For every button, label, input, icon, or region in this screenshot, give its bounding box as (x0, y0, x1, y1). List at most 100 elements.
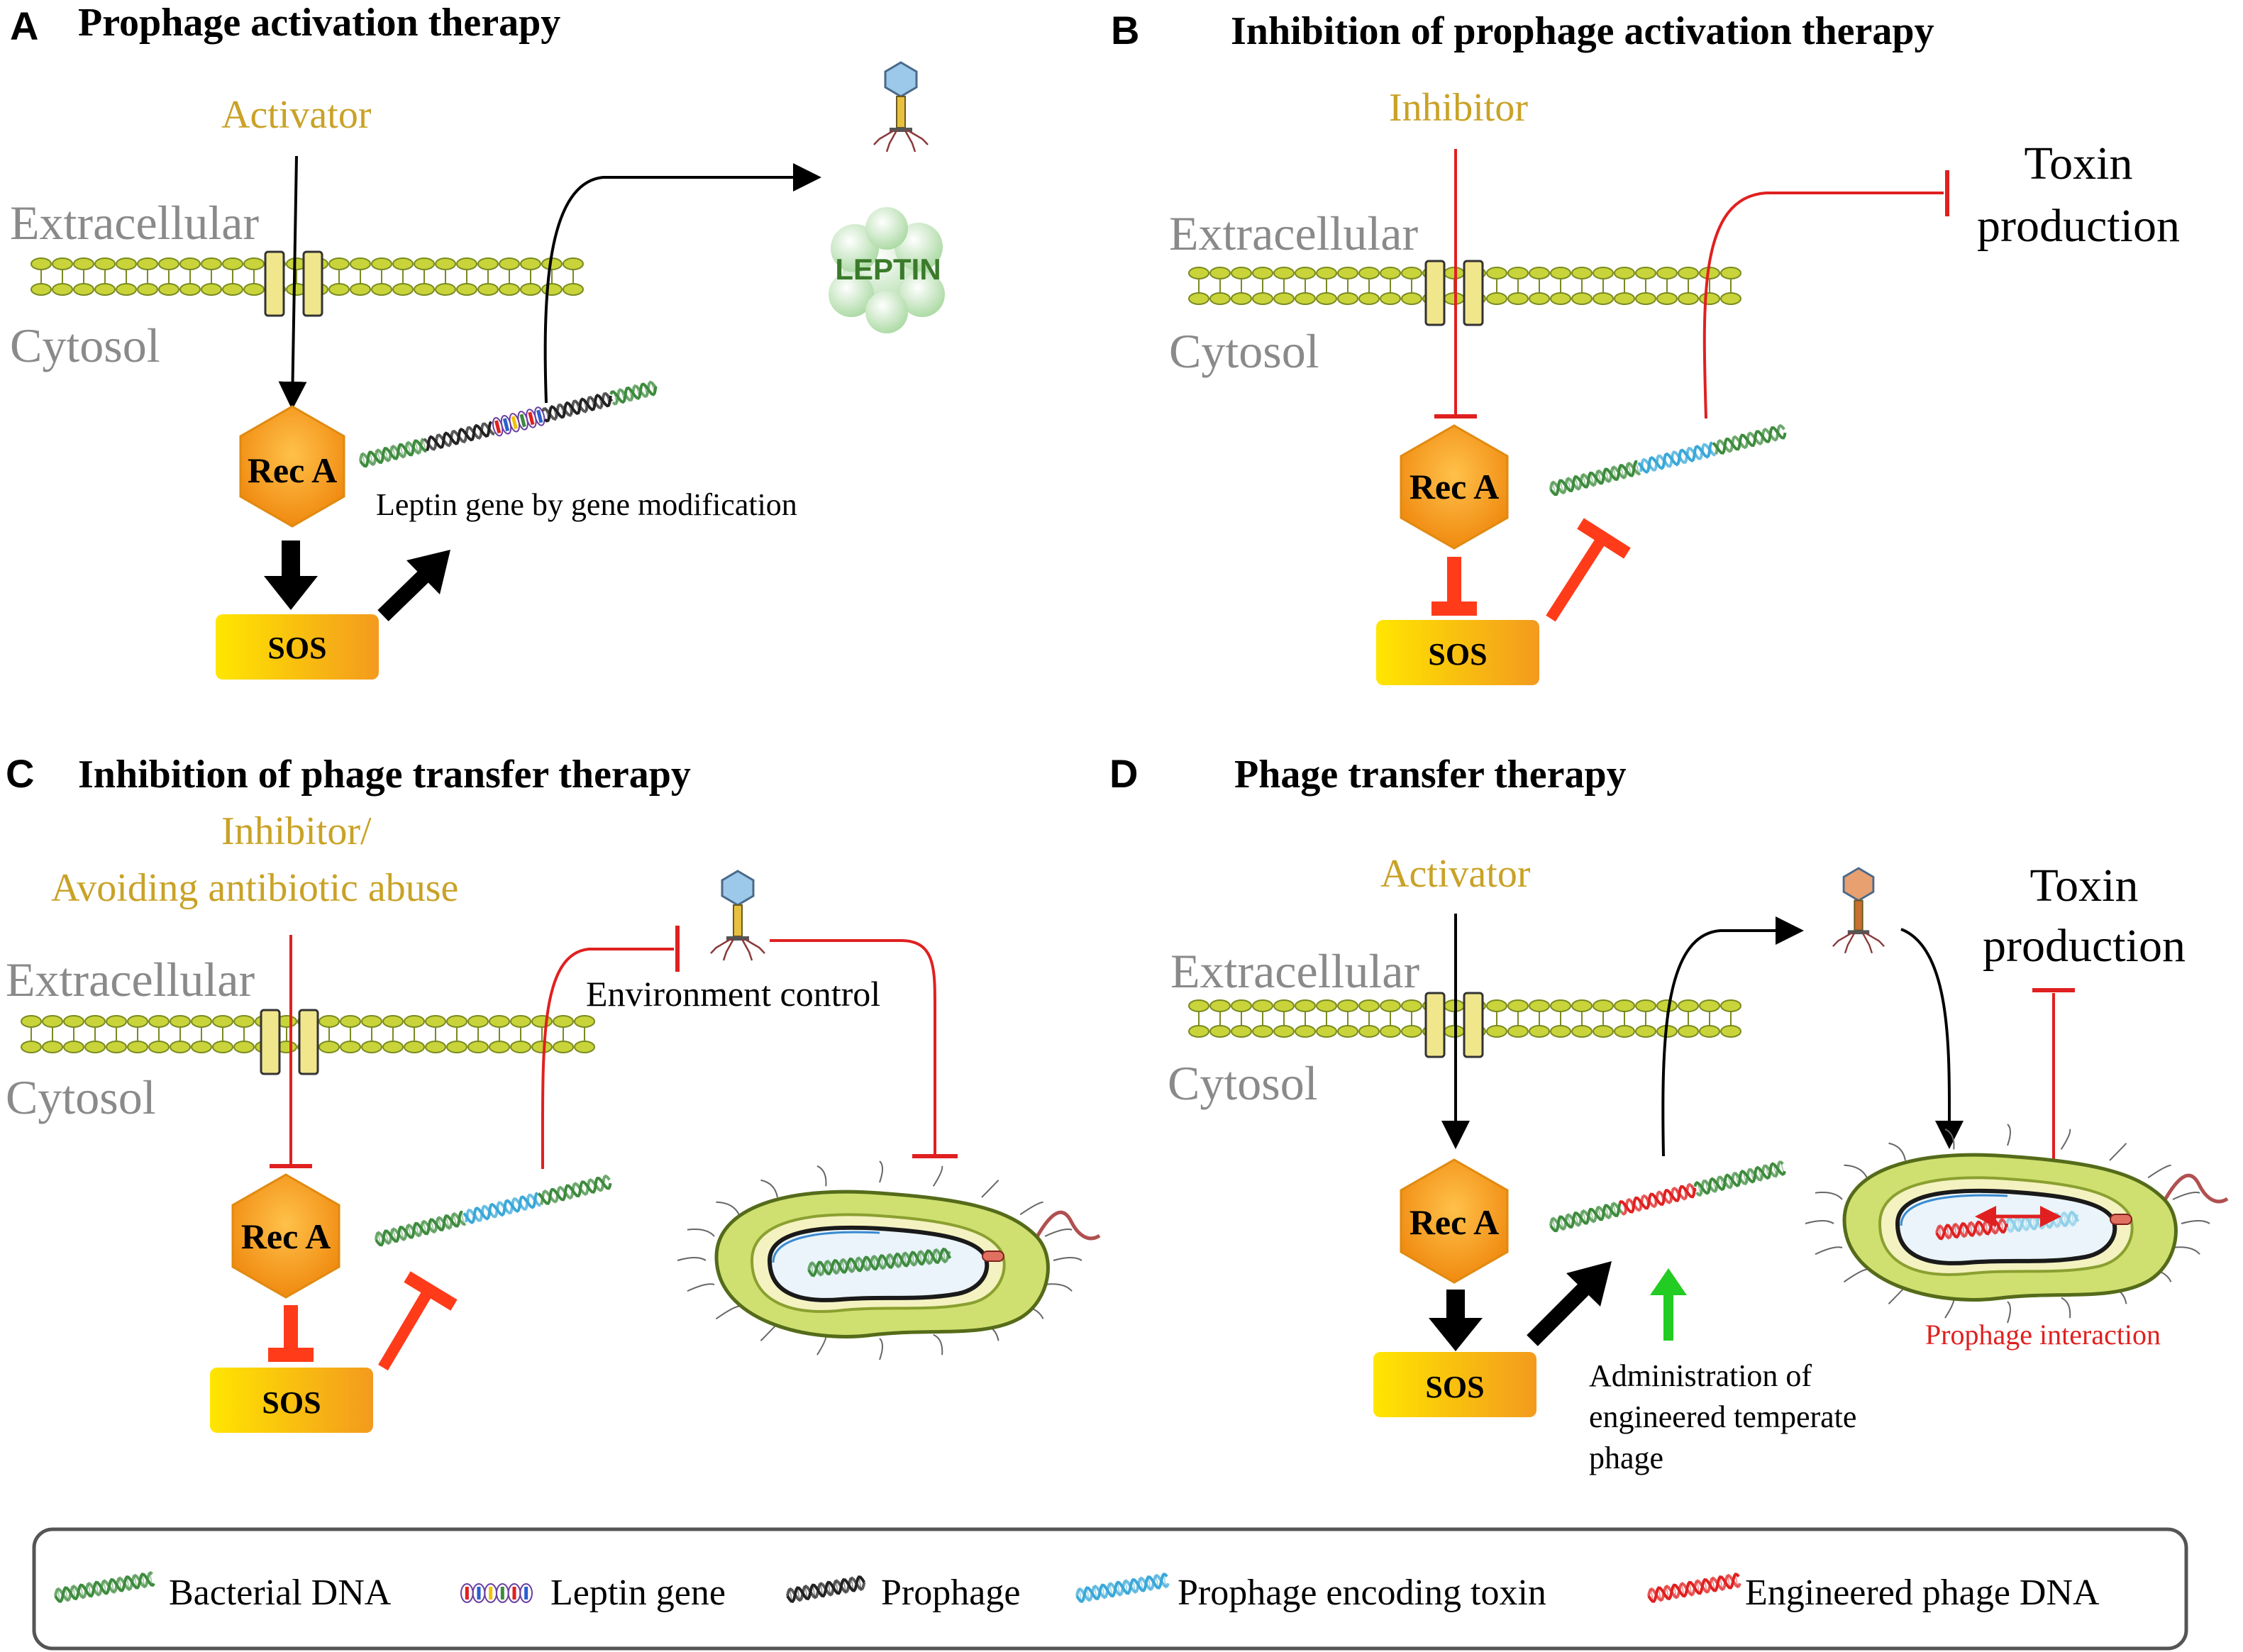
panel-b-sos-label: SOS (1428, 637, 1487, 672)
panel-d-infection-arrow (1900, 928, 1964, 1149)
panel-d-sos-box (1373, 1352, 1536, 1417)
panel-c-sos-box (210, 1368, 373, 1433)
panel-d-reca-label: Rec A (1410, 1202, 1499, 1242)
panel-c-dna (375, 1174, 612, 1247)
panel-a-channel-left (264, 250, 285, 317)
panel-c-reca-label: Rec A (241, 1216, 331, 1256)
panel-d-admin-line-1: Administration of (1589, 1358, 1812, 1393)
panel-b-toxin-label-1: Toxin (2024, 138, 2132, 189)
legend-bacterial-dna-swatch (54, 1570, 155, 1603)
panel-d-sos-to-dna-arrowhead (1566, 1261, 1612, 1307)
panel-a-leptin-cloud (829, 207, 945, 333)
panel-a-reca-hexagon (239, 405, 345, 528)
panel-a-extracellular-label: Extracellular (10, 196, 259, 250)
panel-b-reca-label: Rec A (1410, 467, 1499, 506)
panel-a-membrane (31, 257, 584, 296)
panel-d-admin-line-2: engineered temperate (1589, 1399, 1856, 1434)
panel-d-administration-arrowhead (1650, 1268, 1687, 1295)
panel-d-release-arrow (1661, 916, 1804, 1157)
panel-c-sos-inhibit-dna (378, 1287, 433, 1371)
panel-b-toxin-inhibit-line (1702, 192, 1944, 419)
legend-bacterial-dna-label: Bacterial DNA (169, 1573, 392, 1613)
panel-a-sos-label: SOS (267, 631, 326, 665)
panel-a-dna (359, 380, 658, 468)
panel-c-phage-icon (710, 870, 765, 961)
legend-prophage-swatch (786, 1575, 866, 1603)
panel-d-toxin-label-1: Toxin (2029, 860, 2138, 911)
legend-box (32, 1527, 2188, 1651)
panel-d-title: Phage transfer therapy (1234, 753, 1627, 797)
panel-c-cytosol-label: Cytosol (6, 1070, 156, 1124)
panel-a-activator-arrow (278, 155, 307, 410)
panel-d-channel-right (1463, 992, 1484, 1058)
panel-d-sos-to-dna-arrow (1527, 1277, 1596, 1346)
panel-c-channel-left (260, 1009, 281, 1075)
panel-b-letter: B (1111, 8, 1139, 52)
panel-a-release-arrow (543, 163, 821, 404)
panel-d-bacterium (1805, 1124, 2229, 1324)
panel-d-reca-hexagon (1400, 1158, 1509, 1284)
panel-d-sos-label: SOS (1425, 1370, 1484, 1404)
panel-b-dna (1549, 423, 1787, 497)
panel-a-phage-icon (873, 61, 929, 153)
panel-c-sos-label: SOS (262, 1385, 321, 1420)
legend-prophage-label: Prophage (881, 1573, 1020, 1613)
panel-a-leptin-label: LEPTIN (835, 253, 941, 286)
legend: Bacterial DNA Leptin gene Prophage Proph… (32, 1527, 2188, 1651)
panel-c-channel-right (298, 1009, 319, 1075)
panel-b-cytosol-label: Cytosol (1169, 324, 1319, 378)
panel-b-sos-inhibit-dna-bar (1577, 518, 1631, 559)
panel-b-reca-hexagon (1400, 424, 1509, 550)
panel-d-dna (1549, 1160, 1786, 1233)
panel-c-letter: C (6, 751, 34, 796)
panel-c-bacterium-inhibit-line (770, 939, 936, 1155)
panel-a: A Prophage activation therapy Activator … (10, 1, 945, 680)
panel-a-sos-to-dna-arrowhead (406, 550, 450, 594)
panel-d-activator-label: Activator (1380, 852, 1531, 896)
panel-b-channel-left (1424, 260, 1446, 326)
panel-a-channel-right (302, 250, 323, 317)
panel-d-admin-line-3: phage (1589, 1441, 1663, 1475)
panel-a-letter: A (10, 4, 38, 48)
panel-a-activator-label: Activator (221, 93, 372, 137)
panel-c-env-inhibit-line (541, 948, 674, 1170)
panel-b-title: Inhibition of prophage activation therap… (1231, 9, 1934, 53)
panel-c-avoid-label: Avoiding antibiotic abuse (51, 866, 458, 910)
panel-c-bacterium (677, 1160, 1101, 1360)
panel-b-sos-box (1376, 620, 1539, 685)
panel-a-reca-label: Rec A (248, 450, 337, 490)
panel-d-toxin-label-2: production (1983, 920, 2186, 972)
panel-a-leptin-note: Leptin gene by gene modification (376, 487, 797, 522)
panel-b-membrane (1188, 267, 1741, 305)
legend-toxin-label: Prophage encoding toxin (1178, 1573, 1546, 1613)
panel-c: C Inhibition of phage transfer therapy I… (6, 751, 1101, 1433)
panel-a-sos-box (216, 614, 379, 680)
panel-a-reca-to-sos-arrowhead (264, 576, 318, 610)
legend-engineered-label: Engineered phage DNA (1745, 1573, 2100, 1613)
panel-b-extracellular-label: Extracellular (1169, 206, 1418, 260)
panel-a-cytosol-label: Cytosol (10, 318, 160, 372)
panel-c-sos-inhibit-dna-bar (404, 1271, 458, 1311)
panel-d-interaction-label: Prophage interaction (1925, 1319, 2161, 1351)
panel-c-inhibitor-label: Inhibitor/ (221, 809, 372, 853)
panel-d-reca-to-sos-arrowhead (1429, 1318, 1483, 1351)
panel-c-environment-label: Environment control (586, 974, 880, 1014)
panel-c-title: Inhibition of phage transfer therapy (78, 753, 691, 797)
panel-b-sos-inhibit-dna (1546, 536, 1607, 622)
panel-d-phage-icon (1832, 867, 1885, 954)
panel-d-channel-left (1424, 992, 1446, 1058)
panel-d: D Phage transfer therapy Activator Extra… (1109, 751, 2229, 1475)
panel-d-letter: D (1109, 751, 1138, 796)
legend-toxin-swatch (1075, 1573, 1170, 1603)
panel-b-channel-right (1463, 260, 1484, 326)
panel-a-sos-to-dna-arrow (377, 565, 435, 621)
panel-b-inhibitor-label: Inhibitor (1389, 86, 1528, 130)
legend-leptin-label: Leptin gene (550, 1573, 726, 1613)
legend-engineered-swatch (1647, 1573, 1741, 1603)
panel-c-extracellular-label: Extracellular (6, 953, 255, 1007)
panel-c-reca-hexagon (231, 1173, 340, 1299)
panel-a-title: Prophage activation therapy (78, 1, 560, 45)
panel-d-cytosol-label: Cytosol (1168, 1056, 1318, 1110)
panel-b-toxin-label-2: production (1977, 200, 2180, 252)
